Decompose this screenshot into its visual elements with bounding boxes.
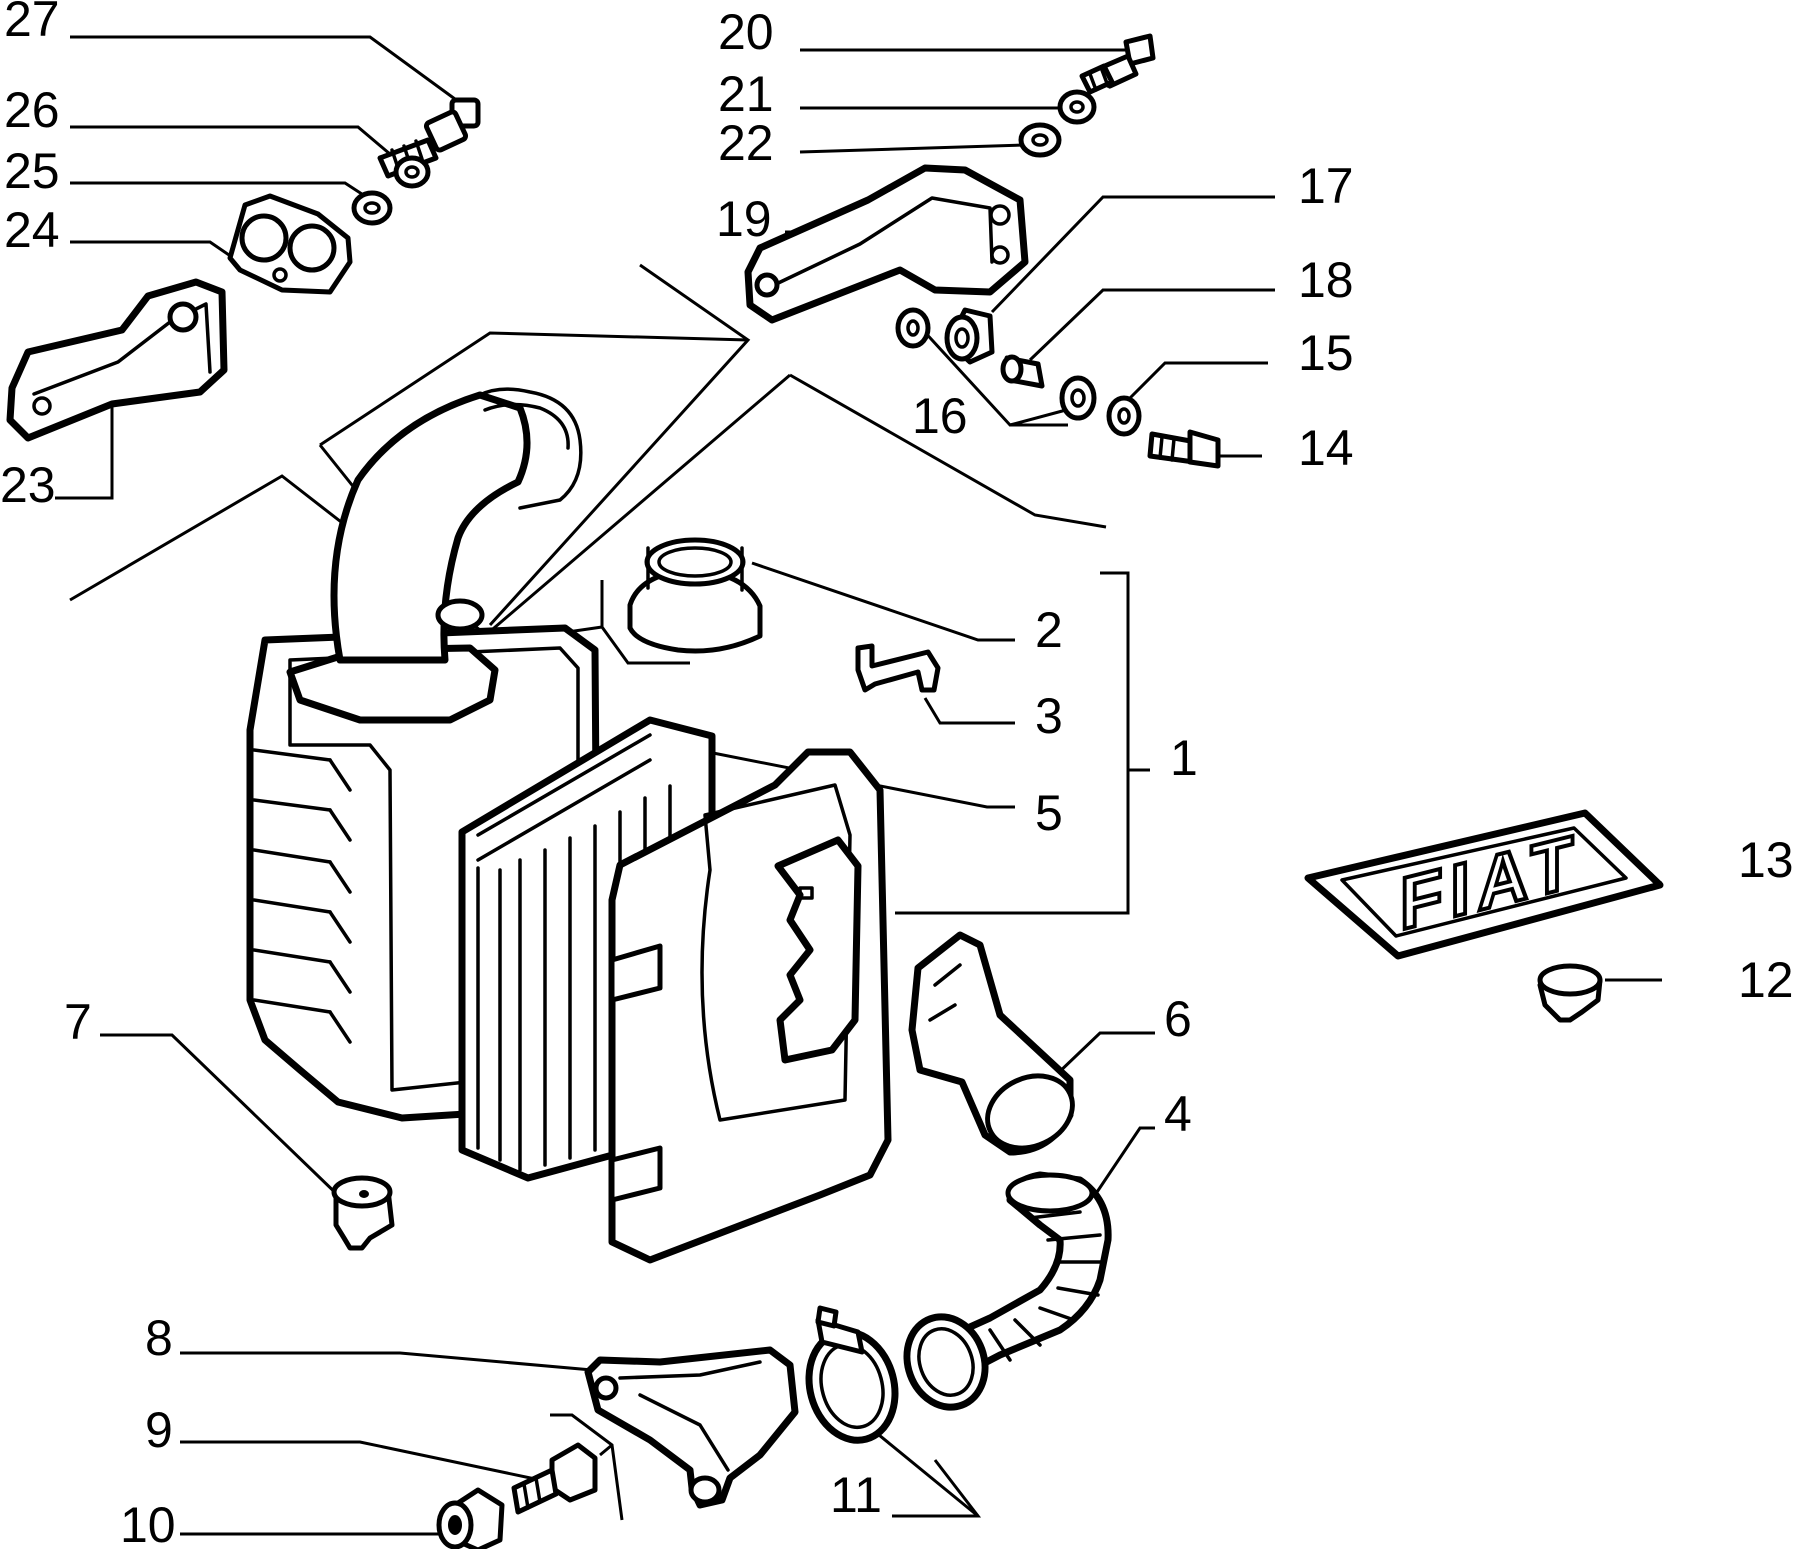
part-25-washer — [351, 190, 393, 226]
part-10-grommet — [436, 1487, 505, 1549]
callout-13: 13 — [1738, 832, 1794, 888]
callout-2: 2 — [1035, 602, 1063, 658]
callout-9: 9 — [145, 1402, 173, 1458]
part-15-washer — [1106, 395, 1142, 437]
callout-24: 24 — [4, 202, 60, 258]
callout-23: 23 — [0, 457, 56, 513]
part-2-rubber-sleeve — [627, 537, 763, 654]
callout-22: 22 — [718, 115, 774, 171]
part-6-intake-neck — [908, 931, 1075, 1156]
part-18-spacer-sleeve — [1000, 354, 1045, 389]
callout-21: 21 — [718, 66, 774, 122]
part-7-rubber-foot — [331, 1175, 395, 1251]
callout-17: 17 — [1298, 158, 1354, 214]
callout-26: 26 — [4, 82, 60, 138]
part-1-filter-housing-cover — [608, 748, 892, 1264]
part-22-washer — [1018, 122, 1062, 158]
callout-20: 20 — [718, 4, 774, 60]
callout-12: 12 — [1738, 952, 1794, 1008]
callout-3: 3 — [1035, 688, 1063, 744]
callout-11: 11 — [830, 1467, 882, 1523]
callout-8: 8 — [145, 1310, 173, 1366]
part-11-hose-clamp — [805, 1305, 899, 1444]
callout-10: 10 — [120, 1497, 176, 1549]
part-21-lock-washer — [1057, 89, 1097, 125]
callout-15: 15 — [1298, 325, 1354, 381]
callout-16: 16 — [912, 388, 968, 444]
callout-19: 19 — [716, 191, 772, 247]
callout-25: 25 — [4, 143, 60, 199]
callout-7: 7 — [64, 994, 92, 1050]
callout-14: 14 — [1298, 420, 1354, 476]
part-14-bolt — [1147, 429, 1221, 469]
part-4-corrugated-hose — [903, 1171, 1112, 1411]
callout-27: 27 — [4, 0, 60, 47]
leader-lines — [55, 35, 1662, 1536]
part-1-filter-housing-rear — [246, 387, 602, 1122]
callout-18: 18 — [1298, 252, 1354, 308]
part-12-plug — [1537, 963, 1603, 1023]
part-13-fiat-plate: FIAT — [1304, 809, 1664, 960]
part-19-bracket — [744, 164, 1029, 324]
part-9-bolt — [511, 1442, 598, 1515]
part-27-bolt — [377, 97, 481, 179]
part-3-clip — [855, 643, 941, 693]
part-17-grommet — [944, 307, 995, 365]
callout-1: 1 — [1170, 730, 1198, 786]
part-8-elbow — [584, 1346, 799, 1509]
callout-6: 6 — [1164, 991, 1192, 1047]
part-24-twin-clamp — [227, 193, 353, 295]
part-23-bracket — [6, 278, 228, 442]
callout-4: 4 — [1164, 1086, 1192, 1142]
part-16-bushing — [895, 307, 1097, 421]
part-20-bolt — [1079, 33, 1156, 95]
callout-5: 5 — [1035, 785, 1063, 841]
part-26-lock-washer — [393, 155, 431, 189]
